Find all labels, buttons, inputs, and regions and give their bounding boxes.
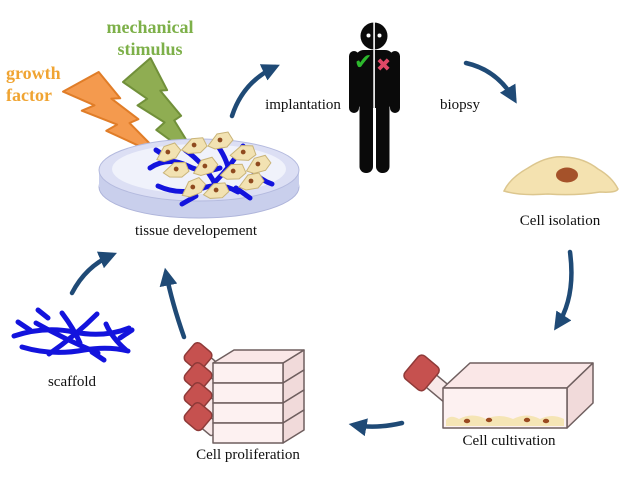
fiber-mesh-icon xyxy=(11,307,135,363)
tissue-development-label: tissue developement xyxy=(134,223,258,239)
growth-factor-label: growth factor xyxy=(6,62,96,106)
arrow-cultivation-to-proliferation xyxy=(348,418,405,437)
implantation-label: implantation xyxy=(265,97,341,113)
mechanical-stimulus-label: mechanical stimulus xyxy=(60,16,240,60)
person-right-leg xyxy=(376,100,390,173)
arrow-biopsy xyxy=(463,60,517,104)
growth-factor-line2: factor xyxy=(6,85,52,105)
arrow-scaffold-to-tissue xyxy=(69,251,117,296)
flask-cell-layer xyxy=(446,415,564,426)
growth-factor-bolt-icon xyxy=(62,71,164,158)
growth-factor-line1: growth xyxy=(6,63,61,83)
check-icon: ✔ xyxy=(354,50,373,75)
stack-front-4 xyxy=(212,422,284,444)
cell-isolation-label: Cell isolation xyxy=(519,213,601,229)
arrow-isolation-to-cultivation xyxy=(554,249,574,331)
stack-cap-3 xyxy=(183,382,221,417)
person-midline xyxy=(373,21,375,173)
stack-front-2 xyxy=(212,382,284,404)
flask-cell-dots xyxy=(463,417,550,424)
arrow-proliferation-to-tissue xyxy=(159,267,187,340)
stack-front-1 xyxy=(212,362,284,384)
cell-cultivation-label: Cell cultivation xyxy=(462,433,556,449)
biopsy-label: biopsy xyxy=(439,97,480,113)
petri-dish-icon xyxy=(98,131,300,219)
human-pictogram-icon xyxy=(349,21,400,173)
person-left-leg xyxy=(359,100,373,173)
person-right-eye xyxy=(377,33,382,38)
mechanical-stimulus-line1: mechanical xyxy=(106,17,194,37)
mechanical-stimulus-line2: stimulus xyxy=(117,39,183,59)
flask-cap xyxy=(403,354,440,392)
cell-proliferation-label: Cell proliferation xyxy=(196,447,300,463)
arrow-tissue-to-implantation xyxy=(229,64,280,119)
cross-icon: ✖ xyxy=(376,55,392,76)
cell-nucleus xyxy=(556,167,578,183)
person-left-eye xyxy=(366,33,371,38)
scaffold-label: scaffold xyxy=(47,374,97,390)
stacked-flasks-icon xyxy=(183,342,305,444)
stack-front-3 xyxy=(212,402,284,424)
single-cell-icon xyxy=(502,155,619,196)
culture-flask-icon xyxy=(403,354,594,429)
cycle-arrows xyxy=(69,60,574,437)
